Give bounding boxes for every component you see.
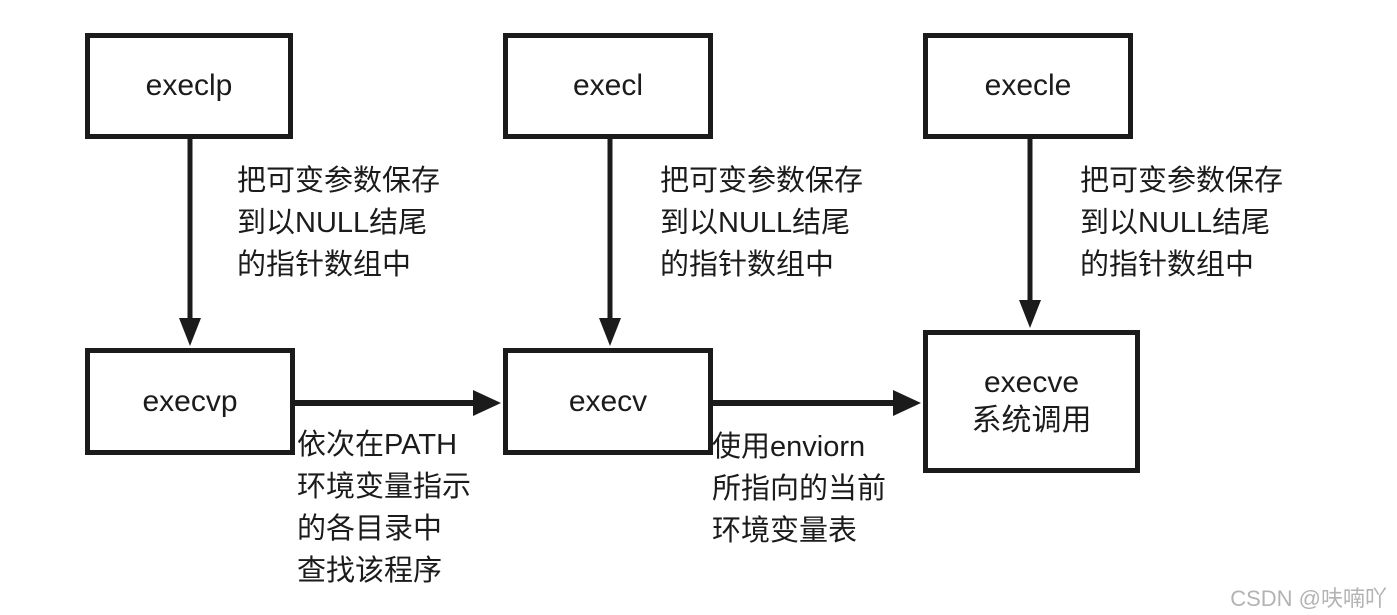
- node-execvp: execvp: [85, 348, 295, 455]
- node-execve-label: execve: [983, 366, 1080, 399]
- annotation-save-args-execle: 把可变参数保存 到以NULL结尾 的指针数组中: [1080, 165, 1284, 281]
- node-execve-sublabel: 系统调用: [971, 403, 1092, 437]
- arrow-execl-to-execv: [599, 139, 621, 346]
- node-execve: execve 系统调用: [923, 330, 1140, 473]
- node-execle-label: execle: [984, 69, 1072, 103]
- node-execv-label: execv: [568, 384, 648, 418]
- node-execlp: execlp: [85, 33, 293, 139]
- node-execvp-label: execvp: [142, 384, 238, 418]
- arrow-execlp-to-execvp: [179, 139, 201, 346]
- node-execl: execl: [503, 33, 713, 139]
- node-execl-label: execl: [572, 69, 644, 103]
- arrow-execvp-to-execv: [293, 390, 501, 416]
- annotation-save-args-execl: 把可变参数保存 到以NULL结尾 的指针数组中: [660, 165, 864, 281]
- annotation-environ-use: 使用enviorn 所指向的当前 环境变量表: [712, 431, 887, 547]
- node-execlp-label: execlp: [145, 69, 233, 103]
- annotation-save-args-execlp: 把可变参数保存 到以NULL结尾 的指针数组中: [237, 165, 441, 281]
- node-execle: execle: [923, 33, 1133, 139]
- arrow-execv-to-execve: [713, 390, 921, 416]
- node-execv: execv: [503, 348, 713, 455]
- arrow-execle-to-execve: [1019, 139, 1041, 328]
- annotation-path-search: 依次在PATH 环境变量指示 的各目录中 查找该程序: [297, 429, 472, 587]
- csdn-watermark: CSDN @呋喃吖: [1230, 586, 1387, 611]
